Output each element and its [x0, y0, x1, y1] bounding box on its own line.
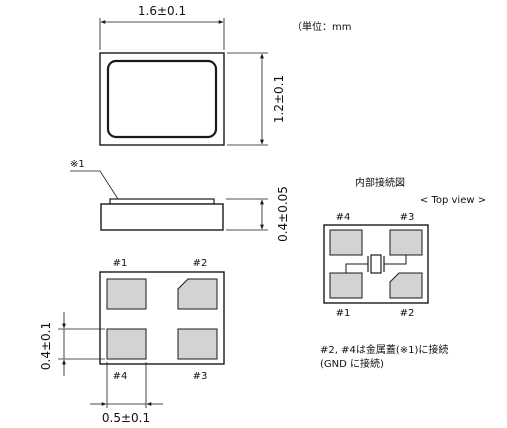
internal-pad-1 — [329, 272, 363, 299]
side-thickness-dim: 0.4±0.05 — [276, 186, 290, 242]
internal-pin-4: #4 — [336, 212, 351, 223]
side-view-body — [100, 203, 224, 231]
top-view-label: < Top view > — [420, 195, 486, 206]
internal-note-line2: (GND に接続) — [320, 357, 384, 370]
pad-2 — [177, 278, 218, 310]
pad-height-dim: 0.4±0.1 — [39, 322, 53, 370]
pad-4 — [106, 328, 147, 360]
bottom-pin-3: #3 — [193, 371, 208, 382]
side-view: ※1 0.4±0.05 — [70, 159, 290, 242]
side-view-cap — [109, 198, 215, 205]
internal-pad-2 — [389, 272, 423, 299]
unit-note: （単位：mm — [292, 20, 351, 33]
crystal-symbol-icon — [367, 254, 385, 274]
cap-leader — [70, 170, 119, 200]
cap-marker: ※1 — [70, 159, 85, 170]
wire-pad3 — [384, 255, 407, 265]
top-view: 1.6±0.1 1.2±0.1 — [99, 4, 286, 146]
top-height-dim: 1.2±0.1 — [272, 75, 286, 123]
wire-pad1 — [345, 263, 368, 273]
internal-pad-4 — [329, 229, 363, 256]
bottom-pin-1: #1 — [113, 258, 128, 269]
internal-note-line1: #2, #4は金属蓋(※1)に接続 — [320, 343, 448, 356]
internal-pad-3 — [389, 229, 423, 256]
internal-title: 内部接続図 — [355, 176, 405, 189]
bottom-pin-2: #2 — [193, 258, 208, 269]
pad-1 — [106, 278, 147, 310]
internal-pin-3: #3 — [400, 212, 415, 223]
pad-width-dim: 0.5±0.1 — [102, 411, 150, 425]
internal-pin-1: #1 — [336, 308, 351, 319]
pad-3 — [177, 328, 218, 360]
internal-connection: 内部接続図 < Top view > #4 #3 #1 #2 #2, #4は金属… — [320, 176, 486, 370]
top-view-lid — [106, 59, 218, 139]
internal-pin-2: #2 — [400, 308, 415, 319]
bottom-view: #1 #2 #4 #3 0.4±0.1 0.5±0.1 — [39, 258, 225, 425]
top-width-dim: 1.6±0.1 — [138, 4, 186, 18]
bottom-pin-4: #4 — [113, 371, 128, 382]
